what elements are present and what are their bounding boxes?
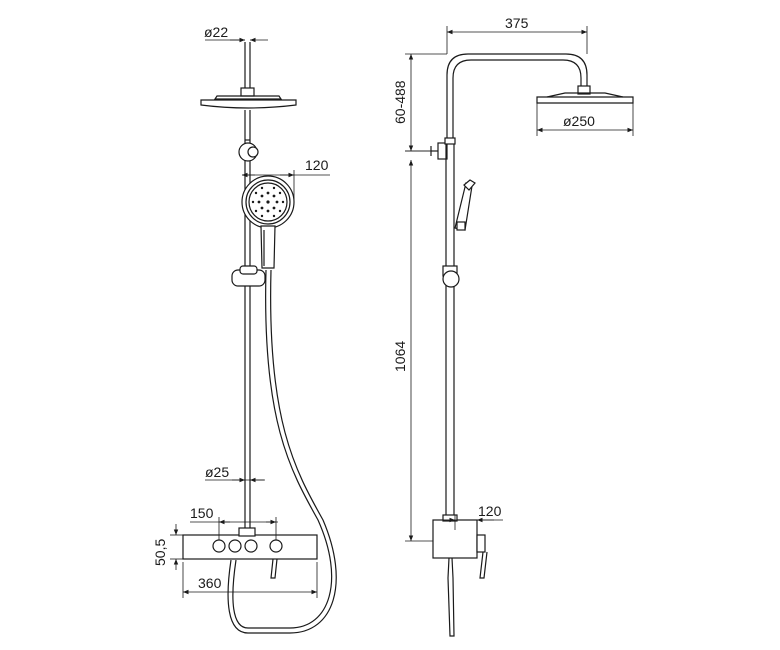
dim-front-120: 120 (305, 157, 329, 173)
front-hand-shower (241, 175, 295, 269)
side-arm (446, 53, 588, 140)
front-view: ø22 120 ø25 150 50,5 360 (152, 24, 337, 634)
dim-side-120: 120 (478, 503, 502, 519)
dim-front-d22: ø22 (204, 24, 228, 40)
side-shower-head (536, 96, 634, 104)
front-shower-head (200, 99, 297, 109)
dim-front-360: 360 (198, 575, 222, 591)
dim-side-1064: 1064 (392, 341, 408, 372)
dim-front-150: 150 (190, 505, 214, 521)
dim-side-d250: ø250 (563, 113, 595, 129)
dim-front-50-5: 50,5 (152, 539, 168, 566)
side-slider-knob (442, 270, 460, 288)
side-hand-shower (454, 179, 476, 231)
front-hose (232, 269, 333, 629)
dim-side-60-488: 60-488 (392, 80, 408, 124)
dim-side-375: 375 (505, 15, 529, 31)
side-view: 375 60-488 ø250 1064 120 (392, 15, 634, 637)
dim-front-d25: ø25 (205, 464, 229, 480)
